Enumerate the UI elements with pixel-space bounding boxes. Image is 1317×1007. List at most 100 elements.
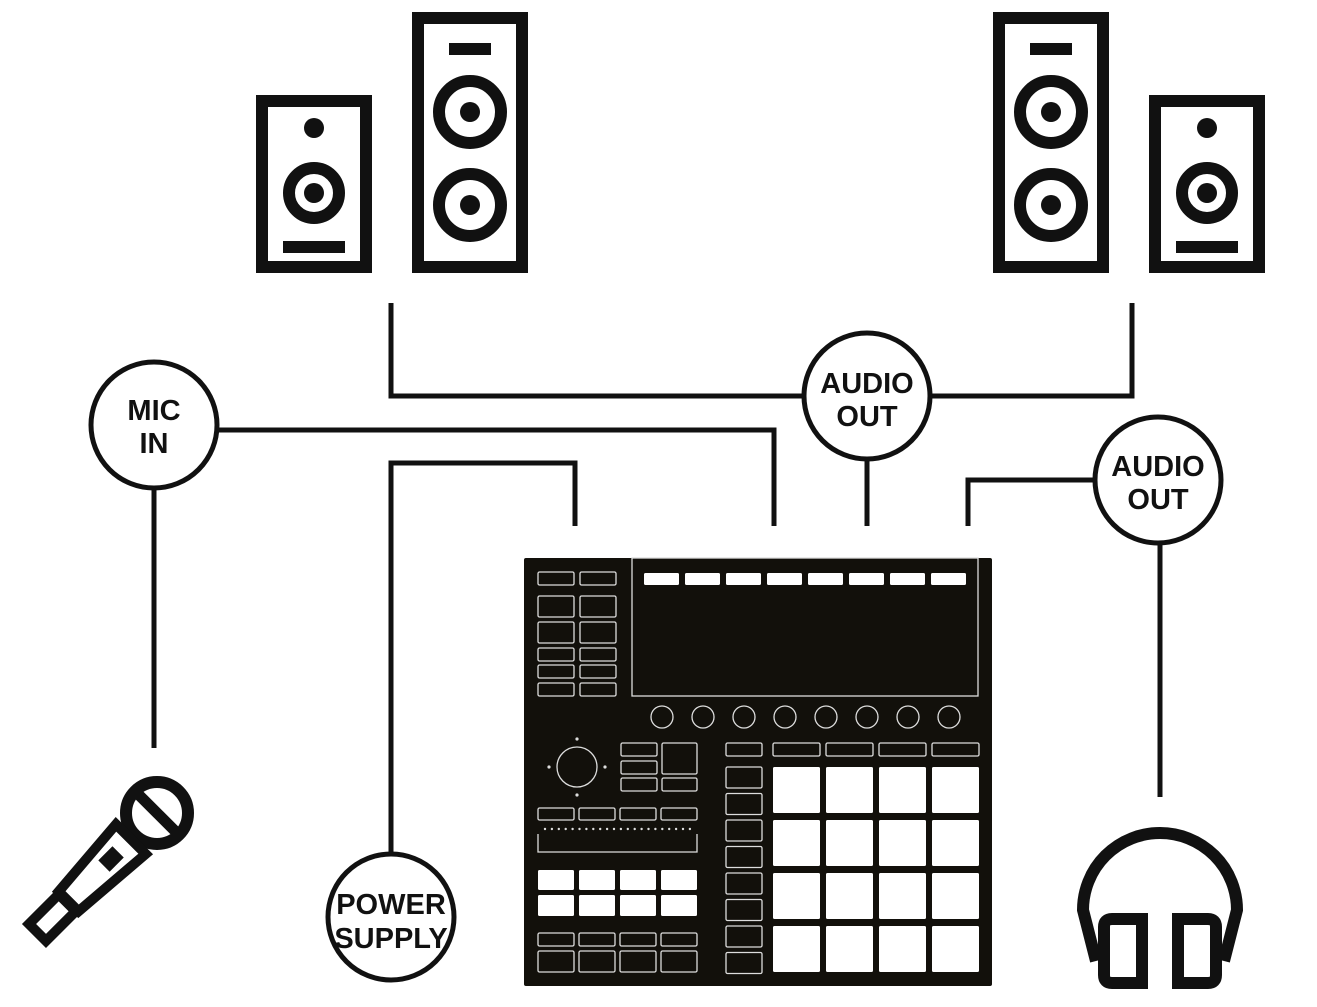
touchstrip-led xyxy=(640,827,643,831)
audio-out-main-node: AUDIO OUT xyxy=(801,330,933,462)
left-button xyxy=(579,682,617,697)
drum-pad xyxy=(932,926,979,972)
group-button xyxy=(725,819,763,842)
nav-button xyxy=(661,742,698,775)
touchstrip-led xyxy=(681,827,685,831)
touchstrip-led xyxy=(585,827,588,831)
drum-pad xyxy=(773,767,820,813)
touchstrip-led xyxy=(654,827,657,831)
group-button xyxy=(725,872,763,895)
drum-pad xyxy=(773,873,820,919)
display-button xyxy=(890,573,925,585)
mic-in-label-line2: IN xyxy=(140,428,169,460)
edit-button xyxy=(620,870,656,890)
function-button xyxy=(537,807,575,821)
edit-button xyxy=(538,870,574,890)
display-button xyxy=(849,573,884,585)
headphones-icon xyxy=(1076,827,1244,989)
drum-pad xyxy=(773,820,820,866)
left-button xyxy=(537,664,575,679)
drum-pad xyxy=(773,926,820,972)
jog-dot xyxy=(575,793,579,797)
function-button xyxy=(660,807,698,821)
left-button xyxy=(537,595,575,618)
power-supply-label-line1: POWER xyxy=(336,889,446,921)
touchstrip-led xyxy=(543,827,547,831)
touchstrip-led xyxy=(599,827,602,831)
knob xyxy=(732,705,756,729)
nav-button xyxy=(661,777,698,792)
power-supply-node: POWER SUPPLY xyxy=(325,851,457,983)
speaker-left-tower-icon xyxy=(412,12,528,273)
transport-button xyxy=(660,932,698,947)
touchstrip-led xyxy=(661,827,664,831)
knob xyxy=(691,705,715,729)
drum-pad xyxy=(826,926,873,972)
drum-pad xyxy=(826,873,873,919)
touchstrip-led xyxy=(674,827,678,831)
left-button xyxy=(537,647,575,662)
transport-button xyxy=(619,950,657,973)
speaker-left-small-icon xyxy=(256,95,372,273)
touchstrip-led xyxy=(550,827,554,831)
knob xyxy=(650,705,674,729)
mic-in-node: MIC IN xyxy=(88,359,220,491)
touchstrip-led xyxy=(668,827,671,831)
touchstrip xyxy=(537,834,698,853)
drum-pad xyxy=(826,767,873,813)
group-button xyxy=(725,792,763,816)
edit-button xyxy=(620,895,656,916)
display-button xyxy=(808,573,843,585)
left-button xyxy=(579,621,617,644)
drum-pad xyxy=(932,820,979,866)
touchstrip-led xyxy=(626,827,629,831)
edit-button xyxy=(538,895,574,916)
transport-button xyxy=(578,950,616,973)
edit-button xyxy=(661,895,697,916)
mic-in-label-line1: MIC xyxy=(127,395,180,427)
drum-pad xyxy=(826,820,873,866)
left-button xyxy=(537,621,575,644)
left-button xyxy=(537,682,575,697)
knob xyxy=(814,705,838,729)
drum-pad xyxy=(879,820,926,866)
drum-pad xyxy=(879,873,926,919)
display-button xyxy=(726,573,761,585)
group-button xyxy=(725,766,763,789)
jog-wheel xyxy=(556,746,598,788)
microphone-icon xyxy=(21,776,194,949)
audio-out-headphones-node: AUDIO OUT xyxy=(1092,414,1224,546)
pad-mode-button xyxy=(931,742,980,757)
audio-out-headphones-label-line2: OUT xyxy=(1127,484,1189,516)
display-button xyxy=(685,573,720,585)
transport-button xyxy=(619,932,657,947)
touchstrip-led xyxy=(647,827,650,831)
left-button xyxy=(579,664,617,679)
group-header-button xyxy=(725,742,763,757)
touchstrip-led xyxy=(619,827,623,831)
function-button xyxy=(619,807,657,821)
speaker-right-tower-icon xyxy=(993,12,1109,273)
left-button xyxy=(579,571,617,586)
touchstrip-led xyxy=(612,827,616,831)
groovebox-controller-icon xyxy=(524,557,992,986)
knob xyxy=(937,705,961,729)
wires xyxy=(151,303,1163,853)
pad-mode-button xyxy=(878,742,927,757)
touchstrip-led xyxy=(592,827,595,831)
display-button xyxy=(931,573,966,585)
jog-dot xyxy=(547,765,551,769)
drum-pad xyxy=(932,767,979,813)
pad-mode-button xyxy=(772,742,821,757)
touchstrip-led xyxy=(605,827,609,831)
edit-button xyxy=(579,895,615,916)
touchstrip-led xyxy=(633,827,636,831)
transport-button xyxy=(578,932,616,947)
function-button xyxy=(578,807,616,821)
transport-button xyxy=(537,950,575,973)
left-button xyxy=(579,595,617,618)
transport-button xyxy=(537,932,575,947)
group-button xyxy=(725,951,763,975)
audio-out-main-label-line2: OUT xyxy=(836,401,898,433)
